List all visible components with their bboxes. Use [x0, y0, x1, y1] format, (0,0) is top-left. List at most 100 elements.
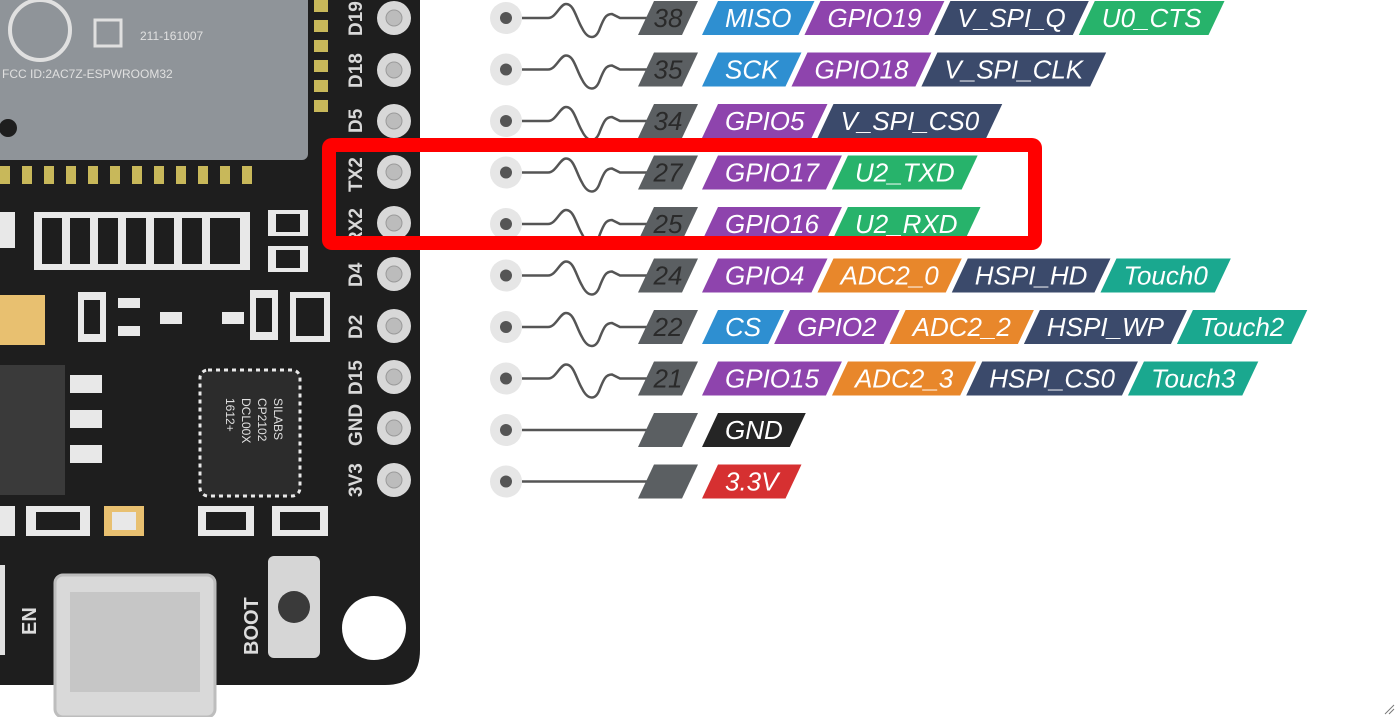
- pin-name-d15: D15: [346, 360, 367, 395]
- wave-connector: [522, 363, 648, 399]
- pin-marker-dot: [500, 321, 512, 333]
- pin-number-badge: [638, 52, 698, 87]
- wave-connector: [522, 54, 648, 90]
- pin-row: 3.3V: [490, 464, 802, 499]
- pin-number: 27: [653, 158, 684, 188]
- pin-number: 38: [654, 3, 683, 33]
- module-fcc-text: FCC ID:2AC7Z-ESPWROOM32: [2, 67, 173, 81]
- pin-function-badge: [702, 207, 842, 241]
- header-pin: [377, 360, 411, 394]
- pin-function-label: Touch3: [1151, 364, 1236, 394]
- pin-function-badge: [1078, 1, 1225, 35]
- pin-function-label: GPIO16: [725, 209, 819, 239]
- pin-function-badge: [702, 52, 802, 87]
- pin-function-badge: [702, 1, 815, 35]
- wave-connector: [522, 208, 648, 245]
- chip-line-2: CP2102: [255, 398, 269, 442]
- header-pin: [377, 155, 411, 189]
- boot-label: BOOT: [241, 597, 263, 655]
- header-pins: [377, 1, 411, 497]
- pin-name-rx2: RX2: [346, 208, 367, 245]
- pin-function-label: V_SPI_Q: [957, 3, 1065, 33]
- wave-connector: [522, 105, 648, 142]
- pin-function-label: HSPI_CS0: [989, 364, 1115, 394]
- pin-function-label: ADC2_0: [838, 261, 939, 291]
- pin-function-badge: [1100, 258, 1231, 293]
- chip-line-3: DCL00X: [239, 398, 253, 443]
- pin-number-badge: [638, 155, 698, 190]
- pin-function-badge: [831, 155, 978, 190]
- wifi-module: [0, 0, 308, 160]
- pin-name-d2: D2: [346, 315, 367, 339]
- header-pin: [377, 309, 411, 343]
- pin-row: 21 GPIO15 ADC2_3 HSPI_CS0 Touch3: [490, 361, 1259, 399]
- module-pads: [0, 0, 328, 184]
- pin-marker-dot: [500, 424, 512, 436]
- pin-function-badge: [817, 258, 962, 293]
- pin-number-badge: [638, 310, 698, 344]
- chip-line-4: 1612+: [223, 398, 237, 432]
- pin-number-badge: [638, 258, 698, 293]
- pin-marker-dot: [500, 166, 512, 179]
- pin-row: 27 GPIO17 U2_TXD: [490, 155, 978, 193]
- pin-function-label: GPIO2: [797, 312, 877, 342]
- pin-function-badge: [702, 258, 828, 293]
- pin-marker-dot: [500, 115, 512, 127]
- pin-function-badge: [702, 361, 842, 396]
- pin-function-label: GPIO4: [725, 261, 804, 291]
- module-id-text: 211-161007: [140, 29, 203, 43]
- pin-function-label: GPIO18: [814, 55, 908, 85]
- pin-name-tx2: TX2: [346, 157, 367, 192]
- pin-function-label: MISO: [725, 3, 791, 33]
- resize-grip-icon[interactable]: [1381, 701, 1395, 715]
- pin-name-3v3: 3V3: [346, 463, 367, 497]
- pin-function-badge: [1176, 310, 1308, 344]
- wave-connector: [522, 311, 648, 348]
- pin-function-badge: [1023, 310, 1187, 344]
- pin-function-badge: [831, 361, 977, 396]
- pin-marker-dot: [500, 12, 512, 24]
- pin-number-badge: [638, 104, 698, 138]
- pin-function-label: CS: [725, 312, 762, 342]
- pin-function-label: GND: [725, 415, 783, 445]
- pin-function-label: GPIO19: [827, 3, 921, 33]
- boot-button-cap[interactable]: [278, 591, 310, 623]
- fcc-logo-icon: [8, 0, 72, 62]
- pin-function-label: SCK: [725, 55, 780, 85]
- pin-marker-dot: [500, 475, 512, 488]
- pin-row: 38 MISO GPIO19 V_SPI_Q U0_CTS: [490, 1, 1225, 39]
- pin-function-badge: [966, 361, 1138, 396]
- pin-function-badge: [702, 413, 806, 447]
- pin-number: 34: [654, 106, 683, 136]
- pin-function-label: U0_CTS: [1102, 3, 1202, 33]
- pin-function-badge: [817, 104, 1003, 138]
- pin-function-label: V_SPI_CS0: [840, 106, 979, 136]
- en-button[interactable]: [0, 565, 5, 655]
- pin-function-label: ADC2_2: [911, 312, 1012, 342]
- pin-function-label: U2_TXD: [855, 158, 955, 188]
- usb-uart-chip: [198, 368, 302, 498]
- smd-components: [0, 210, 330, 536]
- pin-name-d5: D5: [346, 108, 367, 133]
- pin-name-d19: D19: [346, 1, 367, 36]
- pin-number-badge: [638, 1, 698, 35]
- pin-function-label: Touch2: [1200, 312, 1285, 342]
- pin-marker-dot: [500, 269, 512, 282]
- en-label: EN: [19, 607, 41, 635]
- header-pin: [377, 53, 411, 87]
- pin-function-badge: [702, 310, 785, 344]
- pin-function-label: GPIO17: [725, 158, 820, 188]
- pin-name-d18: D18: [346, 53, 367, 88]
- pin-name-d4: D4: [346, 262, 367, 287]
- module-dot: [0, 119, 17, 137]
- pin-number: 21: [653, 364, 683, 394]
- pin-number-badge: [638, 464, 698, 499]
- chip-line-1: SILABS: [271, 398, 285, 440]
- pin-function-label: GPIO15: [725, 364, 819, 394]
- pin-row: GND: [490, 413, 806, 447]
- header-pin: [377, 411, 411, 445]
- pin-function-label: ADC2_3: [853, 364, 954, 394]
- pin-function-badge: [1127, 361, 1259, 396]
